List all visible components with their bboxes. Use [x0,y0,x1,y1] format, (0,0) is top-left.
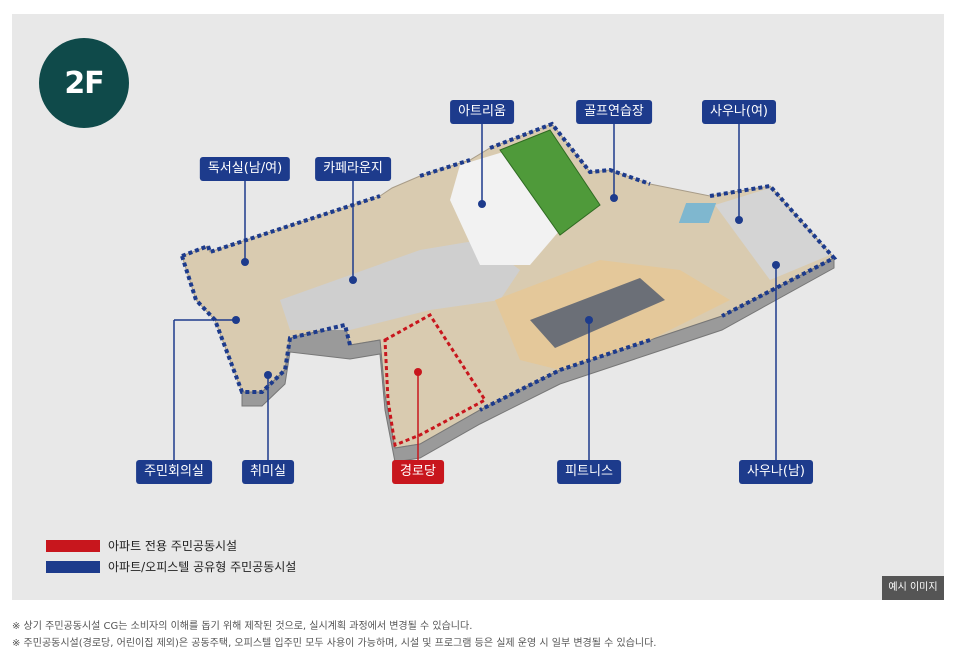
label-sauna-female: 사우나(여) [702,100,776,124]
label-hobby-room: 취미실 [242,460,294,484]
sample-image-label: 예시 이미지 [882,576,944,600]
leader-lines [173,120,777,460]
legend-label: 아파트/오피스텔 공유형 주민공동시설 [108,560,297,574]
golf-green [499,129,601,236]
label-sauna-male: 사우나(남) [739,460,813,484]
apartment-outline [383,313,488,448]
lounge-floor [280,240,520,330]
legend-label: 아파트 전용 주민공동시설 [108,539,238,553]
legend-apartment-only: 아파트 전용 주민공동시설 [46,537,237,554]
legend-swatch-blue [46,560,100,573]
fitness-mat [530,278,665,348]
label-reading-room: 독서실(남/여) [199,157,291,181]
label-golf: 골프연습장 [576,100,652,124]
shared-outline [180,121,838,412]
legend-swatch-red [46,539,100,552]
floor-badge: 2F [39,38,129,128]
footnote: ※ 주민공동시설(경로당, 어린이집 제외)은 공동주택, 오피스텔 입주민 모… [12,638,657,649]
label-meeting-room: 주민회의실 [136,460,212,484]
sauna-floor [715,188,830,280]
legend-shared: 아파트/오피스텔 공유형 주민공동시설 [46,558,296,575]
atrium-floor [450,150,560,265]
label-fitness: 피트니스 [557,460,621,484]
footnote: ※ 상기 주민공동시설 CG는 소비자의 이해를 돕기 위해 제작된 것으로, … [12,621,473,632]
label-cafe-lounge: 카페라운지 [315,157,391,181]
marker-dots [232,194,780,379]
label-atrium: 아트리움 [450,100,514,124]
sauna-pool [678,203,717,223]
marker-dot-senior [414,368,422,376]
label-senior-center: 경로당 [392,460,444,484]
